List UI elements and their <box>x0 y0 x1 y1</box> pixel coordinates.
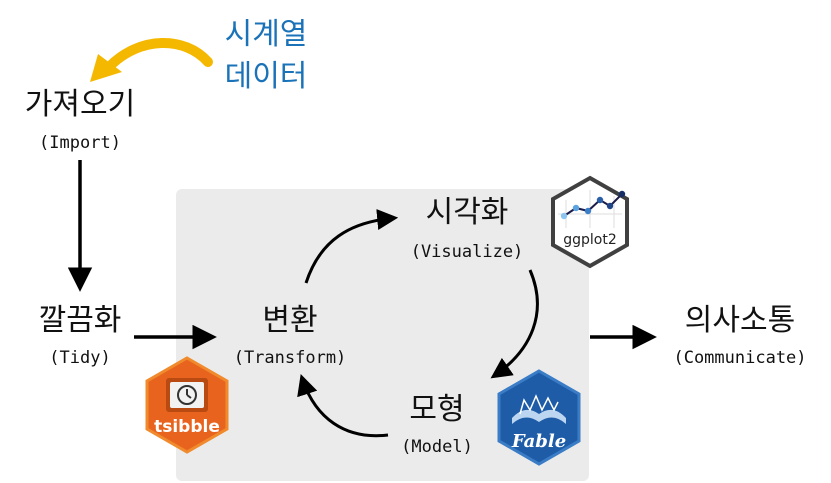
arrow-visualize-model <box>490 269 539 379</box>
ggplot2-logo-text: ggplot2 <box>563 232 617 248</box>
node-transform-title: 변환 <box>262 303 318 338</box>
node-visualize-sub: (Visualize) <box>410 242 524 262</box>
ggplot2-hex-logo: ggplot2 <box>551 175 629 269</box>
node-communicate-sub: (Communicate) <box>673 348 807 368</box>
node-model-title: 모형 <box>409 392 465 427</box>
node-communicate-title: 의사소통 <box>684 303 796 338</box>
node-import-sub: (Import) <box>39 133 121 153</box>
node-model-sub: (Model) <box>401 437 473 457</box>
time-series-note-line2: 데이터 <box>224 59 308 94</box>
node-tidy-title: 깔끔화 <box>38 303 122 338</box>
fable-logo-text: Fable <box>511 431 566 452</box>
fable-hex-logo: Fable <box>497 369 581 466</box>
node-visualize-title: 시각화 <box>425 195 509 230</box>
time-series-note-line1: 시계열 <box>224 17 308 52</box>
node-tidy-sub: (Tidy) <box>49 348 111 368</box>
node-import-title: 가져오기 <box>24 87 136 122</box>
program-panel <box>176 189 589 481</box>
tsibble-hex-logo: tsibble <box>145 356 229 454</box>
arrow-model-transform <box>297 374 389 438</box>
tsibble-logo-text: tsibble <box>154 417 220 437</box>
arrow-transform-visualize <box>304 209 399 284</box>
orange-arrow <box>90 38 213 82</box>
node-transform-sub: (Transform) <box>233 348 347 368</box>
